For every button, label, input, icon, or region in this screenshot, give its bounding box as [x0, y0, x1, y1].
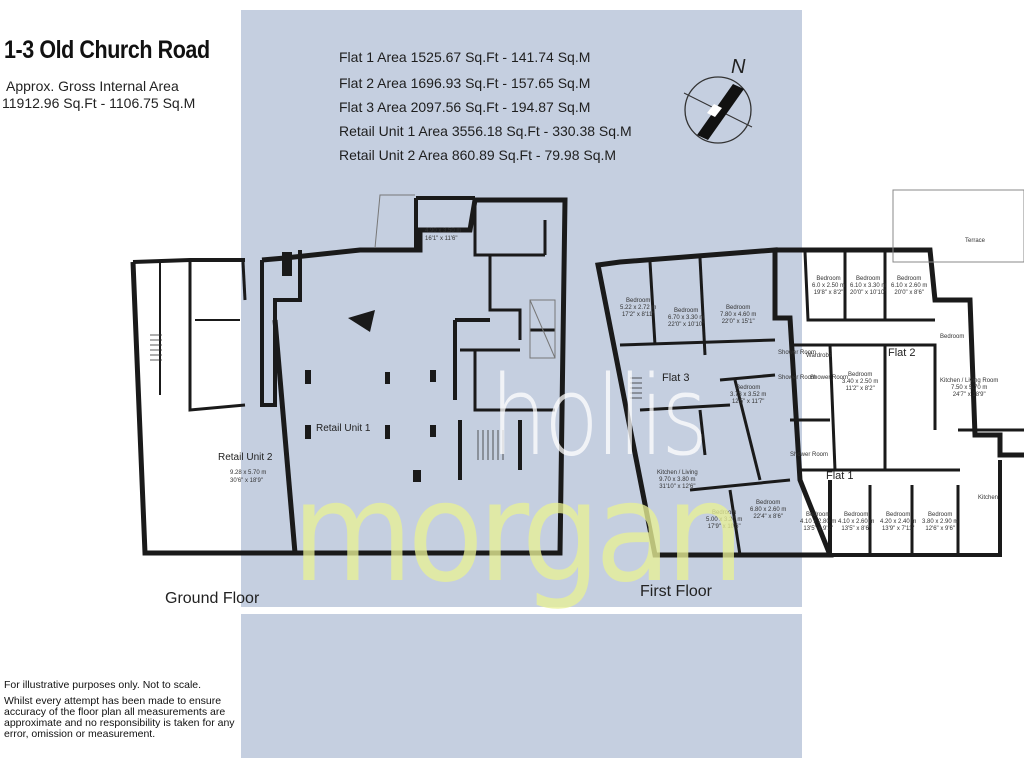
retail-unit1-label: Retail Unit 1: [316, 423, 371, 434]
shower-room-1: Shower Room: [778, 350, 817, 356]
flat3-area: Flat 3 Area 2097.56 Sq.Ft - 194.87 Sq.M: [339, 99, 591, 115]
retail-unit1-area: Retail Unit 1 Area 3556.18 Sq.Ft - 330.3…: [339, 123, 632, 139]
ground-floor-label: Ground Floor: [165, 590, 260, 607]
disclaimer-line-2: Whilst every attempt has been made to en…: [4, 695, 235, 740]
retail-unit2-imperial: 30'6" x 18'9": [230, 478, 263, 484]
retail-unit2-dims: 9.28 x 5.70 m: [230, 470, 267, 476]
shower-room-2: Shower Room: [778, 375, 817, 381]
flat1-label: Flat 1: [826, 470, 854, 482]
f1-kitchen: Kitchen: [978, 495, 999, 501]
terrace-label: Terrace: [965, 238, 986, 244]
first-floor-label: First Floor: [640, 583, 712, 600]
blue-panel-bottom: [241, 614, 802, 758]
store-imperial: 16'1" x 11'6": [425, 236, 458, 242]
f2-bedroom-5: Bedroom: [940, 334, 965, 340]
flat2-label: Flat 2: [888, 347, 916, 359]
gross-area-value: 11912.96 Sq.Ft - 1106.75 Sq.M: [2, 95, 196, 111]
compass-north-label: N: [731, 56, 746, 78]
disclaimer: For illustrative purposes only. Not to s…: [4, 680, 239, 745]
retail-unit2-area: Retail Unit 2 Area 860.89 Sq.Ft - 79.98 …: [339, 147, 617, 163]
compass-icon: [683, 76, 753, 144]
watermark-morgan: morgan: [292, 452, 745, 613]
flat3-label: Flat 3: [662, 372, 690, 384]
retail-unit2-label: Retail Unit 2: [218, 452, 273, 463]
watermark-hollis: hollis: [490, 352, 708, 480]
flat1-area: Flat 1 Area 1525.67 Sq.Ft - 141.74 Sq.M: [339, 49, 591, 65]
store-dims: 4.90 x 3.50 m: [425, 228, 462, 234]
shower-room-4: Shower Room: [790, 452, 829, 458]
disclaimer-line-1: For illustrative purposes only. Not to s…: [4, 679, 202, 691]
flat2-area: Flat 2 Area 1696.93 Sq.Ft - 157.65 Sq.M: [339, 75, 591, 91]
shower-room-3: Shower Room: [810, 375, 849, 381]
property-title: 1-3 Old Church Road: [4, 36, 210, 64]
wardrobe-label: Wardrobe: [806, 353, 833, 359]
gross-area-label: Approx. Gross Internal Area: [6, 78, 179, 94]
